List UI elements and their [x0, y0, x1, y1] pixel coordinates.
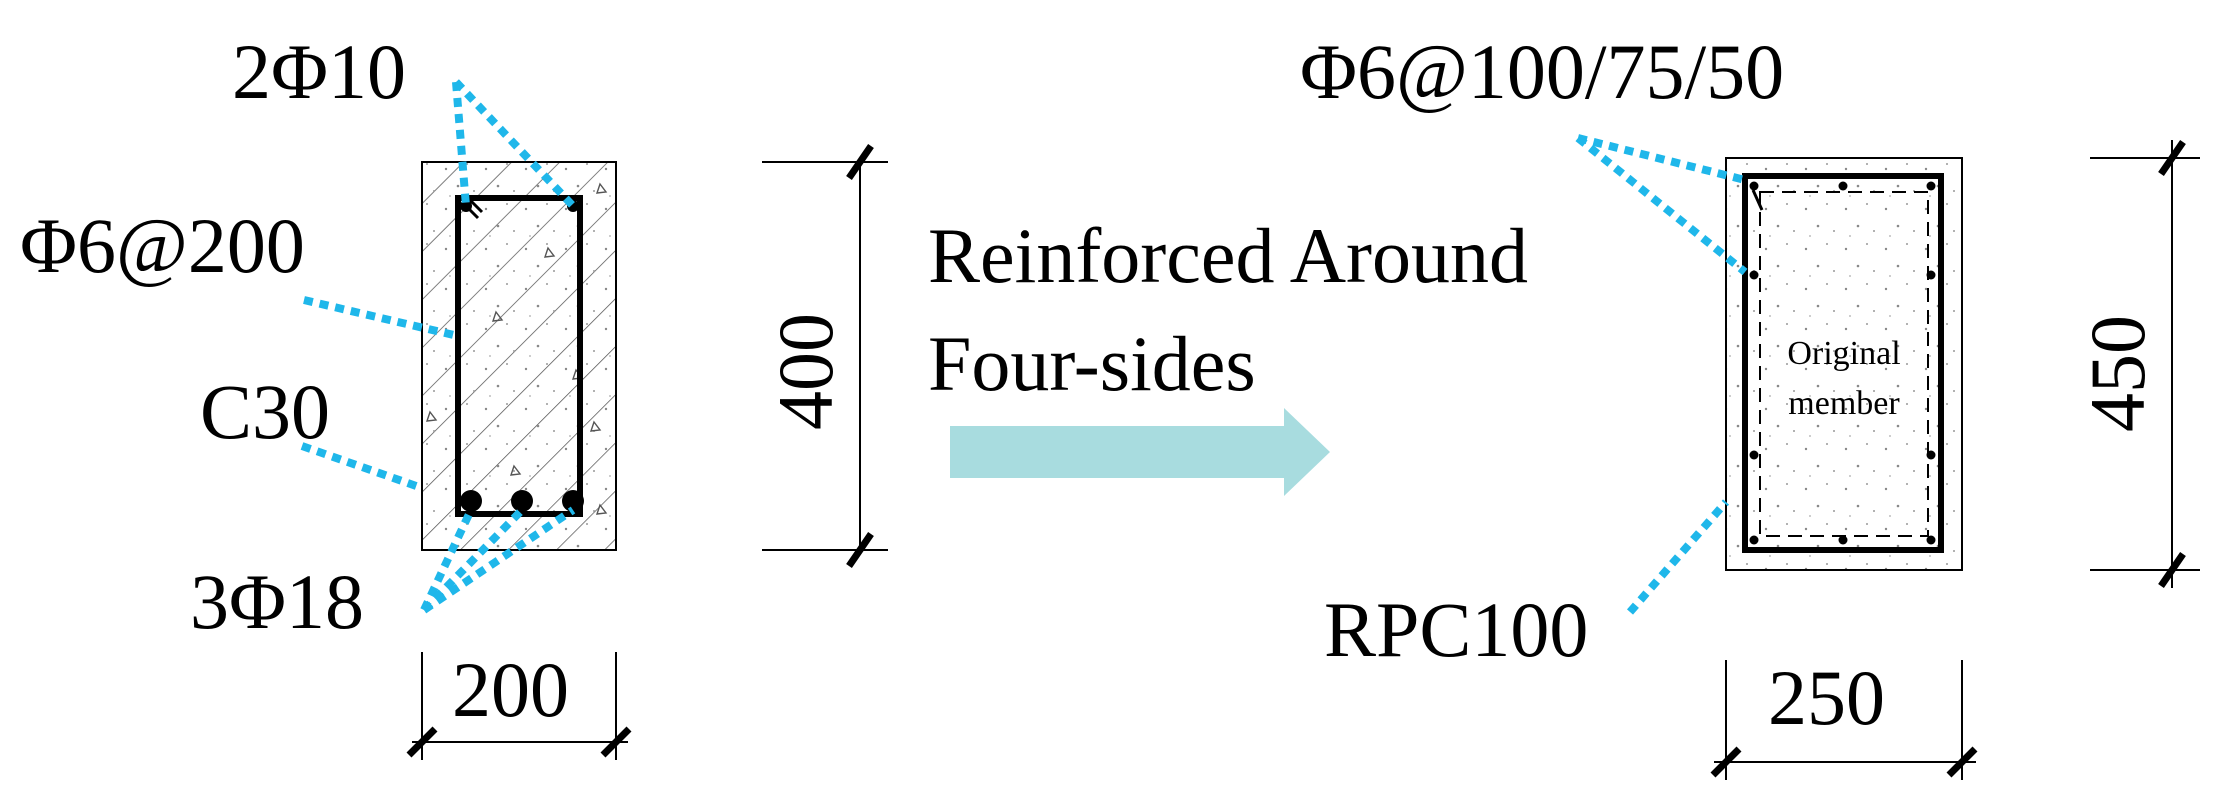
height-label-right: 450	[2074, 315, 2161, 432]
leader-stirrup-right-2	[1575, 134, 1748, 276]
bottom-bar-3	[562, 490, 584, 512]
stirrup-label-right: Φ6@100/75/50	[1300, 28, 1784, 115]
rpc-label: RPC100	[1324, 586, 1588, 673]
leader-top-bars-1	[452, 81, 470, 207]
right-leaders	[1575, 134, 1748, 615]
top-bars-label: 2Φ10	[232, 28, 406, 115]
original-section	[421, 161, 617, 551]
transition-arrow	[950, 408, 1330, 496]
width-dimension-left	[406, 652, 632, 760]
bottom-bars	[460, 490, 584, 512]
concrete-label: C30	[200, 368, 330, 455]
width-label-right: 250	[1768, 654, 1885, 741]
leader-top-bars-2	[453, 79, 576, 209]
jacket-stirrup	[1742, 173, 1944, 553]
original-member-line-2: member	[1788, 385, 1900, 422]
width-dimension-right	[1710, 660, 1978, 780]
original-concrete-texture	[422, 162, 616, 550]
leader-stirrup-right-1	[1577, 134, 1746, 184]
height-dimension-right	[2090, 140, 2200, 588]
stirrup-label-left: Φ6@200	[20, 202, 305, 289]
leader-stirrup	[303, 296, 459, 340]
leader-bottom-bar-2	[421, 507, 525, 613]
width-label-left: 200	[452, 646, 569, 733]
leader-concrete	[300, 442, 424, 492]
bottom-bars-label: 3Φ18	[190, 558, 364, 645]
jacket-bars	[1749, 181, 1936, 545]
bottom-bar-2	[511, 490, 533, 512]
leader-bottom-bar-3	[421, 506, 576, 614]
transition-line-2: Four-sides	[928, 320, 1256, 407]
height-label-left: 400	[762, 313, 849, 430]
arrow-icon	[950, 408, 1330, 496]
strengthened-section	[1725, 157, 1963, 571]
aggregate-marks	[425, 182, 608, 515]
original-member-line-1: Original	[1787, 335, 1900, 372]
height-dimension-left	[762, 144, 888, 568]
bottom-bar-1	[460, 490, 482, 512]
leader-bottom-bar-1	[420, 508, 475, 612]
jacket-stirrup-hook	[1751, 189, 1764, 211]
transition-line-1: Reinforced Around	[928, 212, 1528, 299]
left-leaders	[300, 79, 576, 614]
rpc-jacket-outline	[1725, 157, 1963, 571]
leader-rpc	[1626, 499, 1730, 615]
stirrup-hook	[464, 196, 484, 220]
